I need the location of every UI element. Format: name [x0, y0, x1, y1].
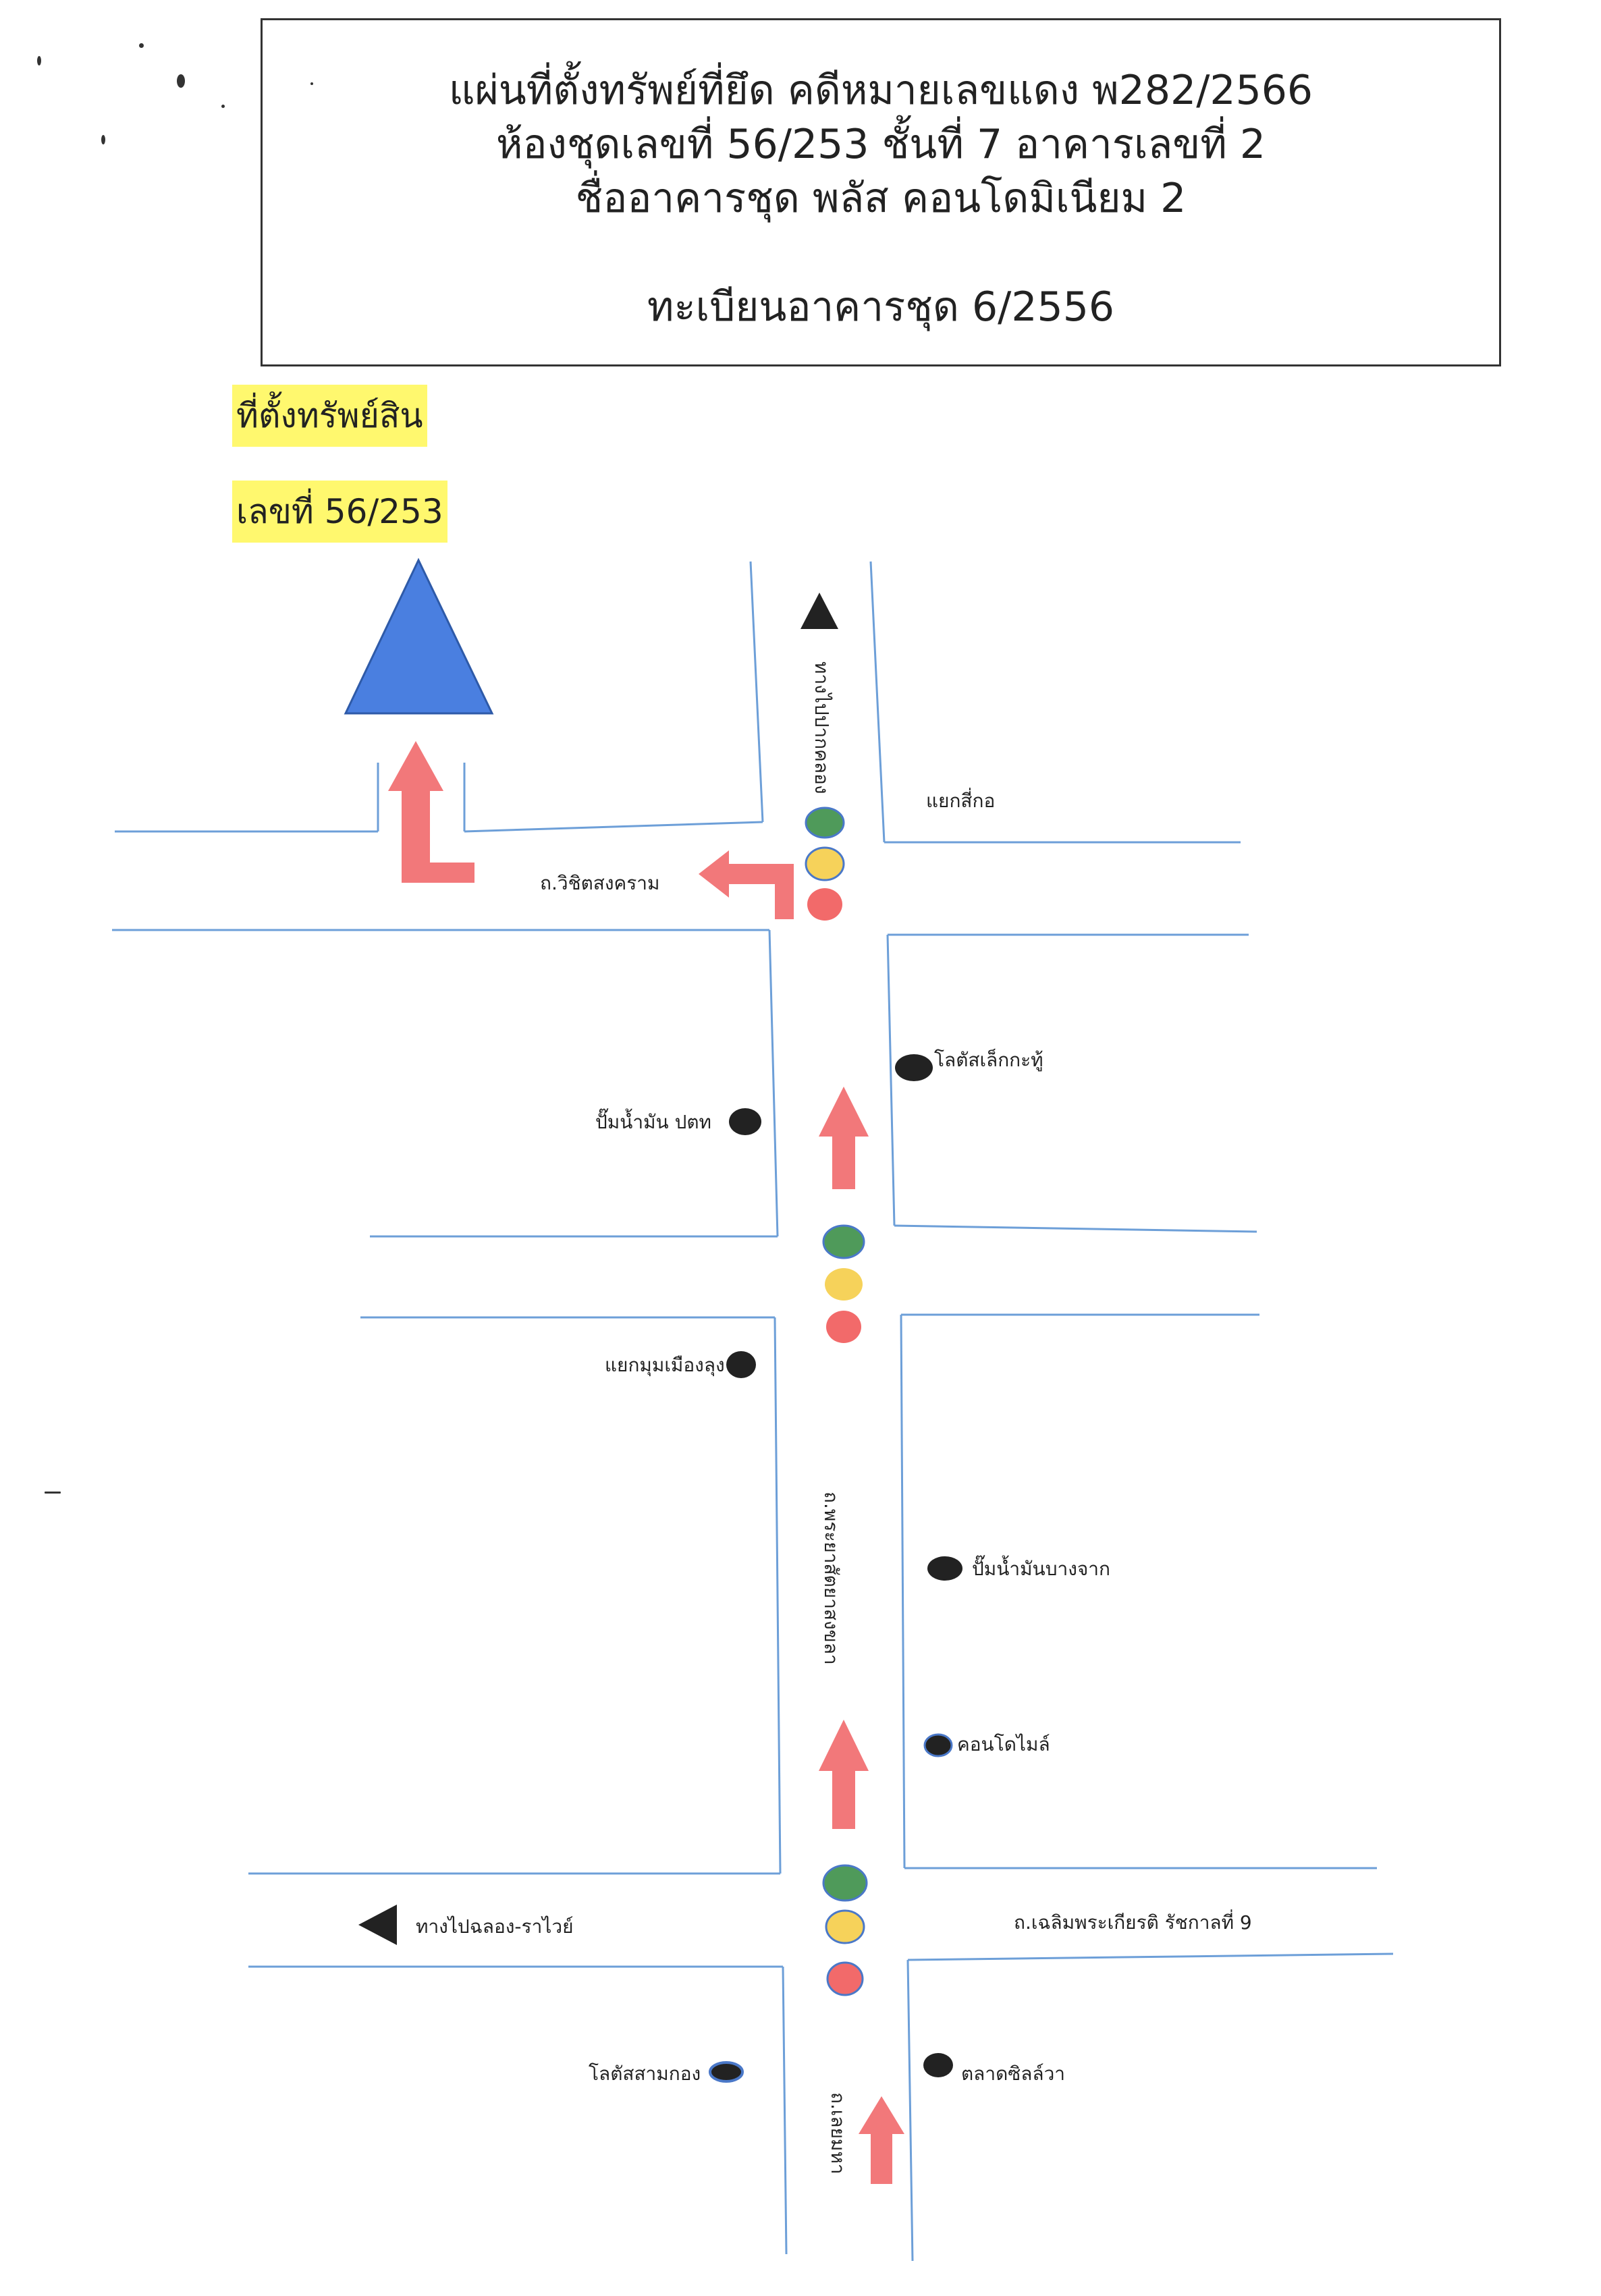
scan-speck: [177, 74, 185, 88]
road-label-east-main: ถ.เฉลิมพระเกียรติ รัชกาลที่ 9: [1014, 1909, 1252, 1934]
traffic-light-icon: [825, 1268, 863, 1301]
traffic-light-icon: [826, 1311, 861, 1343]
landmark-dot-icon: [923, 2053, 953, 2077]
title-line-registration: ทะเบียนอาคารชุด 6/2556: [647, 283, 1115, 331]
scan-speck: [37, 56, 41, 65]
landmark-label-silawa: ตลาดซิลล์วา: [961, 2062, 1065, 2085]
property-number-label: เลขที่ 56/253: [232, 481, 447, 543]
landmark-dot-icon: [726, 1351, 756, 1378]
road-edge: [900, 1314, 906, 1869]
landmark-dot-icon: [709, 2061, 744, 2083]
scan-speck: [139, 43, 144, 48]
landmark-label-bangchak: ปั๊มน้ำมันบางจาก: [972, 1555, 1110, 1580]
route-arrow-icon: [819, 1720, 869, 1829]
landmark-label-ptt: ปั๊มน้ำมัน ปตท: [595, 1108, 711, 1133]
landmark-label-muang-lung: แยกมุมเมืองลุง: [605, 1354, 725, 1377]
road-label-bottom: ถ.เลยมหา: [827, 2092, 849, 2175]
road-edge: [869, 561, 886, 843]
traffic-light-icon: [822, 1864, 868, 1902]
title-line-unit: ห้องชุดเลขที่ 56/253 ชั้นที่ 7 อาคารเลขท…: [495, 121, 1266, 168]
road-edge: [894, 1224, 1257, 1233]
direction-triangle-icon: [358, 1905, 397, 1945]
traffic-light-icon: [822, 1224, 865, 1259]
landmark-label-condo-mile: คอนโดไมล์: [957, 1733, 1050, 1755]
traffic-light-icon: [805, 846, 845, 881]
road-label-north: ทางไปปากคลอง: [811, 661, 833, 794]
road-label-west-main: ทางไปฉลอง-ราไวย์: [416, 1915, 574, 1938]
road-edge: [907, 1952, 1394, 1961]
road-edge: [768, 929, 779, 1237]
route-arrow-icon: [699, 850, 794, 919]
direction-triangle-icon: [800, 593, 838, 629]
road-edge: [749, 561, 764, 823]
scan-speck: [45, 1492, 61, 1494]
traffic-light-icon: [826, 1961, 864, 1996]
landmark-dot-icon: [923, 1733, 953, 1757]
traffic-lights: [805, 807, 868, 1996]
route-arrow-icon: [859, 2096, 904, 2184]
property-location-label: ที่ตั้งทรัพย์สิน: [232, 385, 427, 447]
scan-speck: [221, 105, 225, 108]
route-arrows: [388, 741, 904, 2184]
road-label-main: ถ.พระยาสัตยาสงขลา: [820, 1492, 842, 1665]
landmark-dot-icon: [927, 1556, 962, 1581]
route-arrow-icon: [388, 741, 474, 883]
road-edge: [774, 1317, 782, 1874]
landmark-dot-icon: [895, 1054, 933, 1081]
route-arrow-icon: [819, 1087, 869, 1189]
title-box: แผ่นที่ตั้งทรัพย์ที่ยึด คดีหมายเลขแดง พ2…: [261, 18, 1501, 366]
scan-speck: [101, 135, 105, 144]
landmark-dot-icon: [729, 1108, 761, 1135]
title-line-building: ชื่ออาคารชุด พลัส คอนโดมิเนียม 2: [575, 175, 1187, 222]
landmark-label-lotus-samkong: โลตัสสามกอง: [589, 2062, 701, 2085]
road-edge: [782, 1966, 788, 2255]
road-lines: [112, 561, 1394, 2262]
intersection-label-top: แยกสี่กอ: [926, 788, 995, 812]
scan-speck: [310, 82, 313, 85]
traffic-light-icon: [805, 807, 845, 839]
title-line-case: แผ่นที่ตั้งทรัพย์ที่ยึด คดีหมายเลขแดง พ2…: [448, 67, 1313, 114]
landmark-dots: [709, 1054, 962, 2083]
road-edge: [886, 934, 896, 1226]
road-label-west-soi: ถ.วิชิตสงคราม: [540, 872, 659, 894]
property-triangle-icon: [344, 557, 494, 715]
landmark-label-lotus-kathu: โลตัสเล็กกะทู้: [934, 1048, 1043, 1072]
traffic-light-icon: [807, 888, 842, 921]
road-edge: [464, 821, 763, 833]
road-edge: [906, 1959, 914, 2262]
traffic-light-icon: [825, 1909, 865, 1944]
